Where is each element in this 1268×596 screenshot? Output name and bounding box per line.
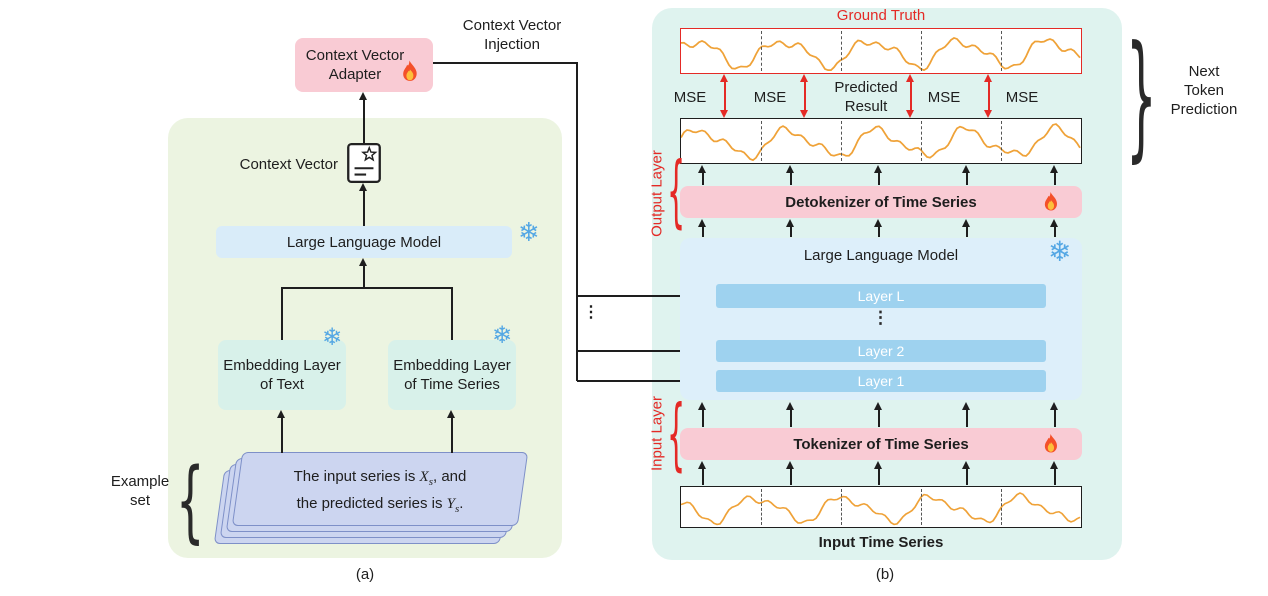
next-token-brace: }	[1126, 15, 1157, 176]
flow-arrow	[359, 183, 367, 226]
detokenizer-box: Detokenizer of Time Series	[680, 186, 1082, 218]
token-divider	[841, 489, 842, 525]
flow-arrow	[359, 258, 367, 289]
token-divider	[841, 121, 842, 161]
mse-arrow	[720, 74, 728, 118]
input-series-box	[680, 486, 1082, 528]
flow-arrow	[786, 402, 794, 427]
layer-L-bar: Layer L	[716, 284, 1046, 308]
token-divider	[921, 489, 922, 525]
snowflake-icon: ❄	[1048, 235, 1072, 268]
flow-arrow	[962, 402, 970, 427]
snowflake-icon: ❄	[322, 323, 343, 351]
context-vector-document-icon	[347, 142, 381, 184]
token-divider	[841, 31, 842, 71]
token-divider	[761, 121, 762, 161]
card-text-line2: the predicted series is Ys.	[296, 495, 464, 515]
example-card-text: The input series is Xs, and the predicte…	[247, 466, 513, 520]
flow-arrow	[786, 219, 794, 237]
predicted-result-label: Predicted Result	[834, 79, 898, 115]
layer-2-bar: Layer 2	[716, 340, 1046, 362]
mse-label: MSE	[1005, 89, 1039, 106]
flow-arrow	[874, 461, 882, 485]
context-vector-adapter-label: Context Vector Adapter	[305, 47, 405, 83]
flow-arrow	[277, 410, 285, 453]
flow-arrow	[786, 461, 794, 485]
token-divider	[761, 489, 762, 525]
input-layer-label: Input Layer	[648, 395, 666, 472]
tokenizer-box: Tokenizer of Time Series	[680, 428, 1082, 460]
mse-label: MSE	[753, 89, 787, 106]
output-layer-label: Output Layer	[648, 150, 666, 237]
flow-arrow	[698, 402, 706, 427]
flow-arrow	[962, 165, 970, 185]
flow-arrow	[1050, 219, 1058, 237]
token-divider	[1001, 121, 1002, 161]
token-divider	[921, 31, 922, 71]
ground-truth-label: Ground Truth	[836, 7, 926, 24]
card-text-line1: The input series is Xs, and	[293, 468, 467, 488]
token-divider	[761, 31, 762, 71]
llm-label-b: Large Language Model	[803, 247, 959, 264]
layer-1-bar: Layer 1	[716, 370, 1046, 392]
flow-arrow	[786, 165, 794, 185]
flow-arrow	[874, 402, 882, 427]
llm-box-a: Large Language Model	[216, 226, 512, 258]
next-token-prediction-label: Next Token Prediction	[1170, 63, 1238, 118]
flow-arrow	[1050, 165, 1058, 185]
panel-a-caption: (a)	[355, 566, 375, 583]
mse-arrow	[984, 74, 992, 118]
connector-line	[451, 287, 453, 340]
flow-arrow	[698, 165, 706, 185]
flow-arrow	[874, 165, 882, 185]
snowflake-icon: ❄	[518, 218, 540, 248]
mse-label: MSE	[673, 89, 707, 106]
example-set-label: Example set	[110, 473, 170, 509]
ground-truth-series-box	[680, 28, 1082, 74]
mse-label: MSE	[927, 89, 961, 106]
vertical-ellipsis: ⋮	[583, 304, 599, 321]
mse-arrow	[800, 74, 808, 118]
token-divider	[1001, 31, 1002, 71]
token-divider	[921, 121, 922, 161]
vertical-ellipsis: ⋮	[872, 308, 889, 327]
flow-arrow	[698, 219, 706, 237]
connector-line	[281, 287, 453, 289]
token-divider	[1001, 489, 1002, 525]
embedding-text-label: Embedding Layer of Text	[223, 357, 341, 393]
embedding-text-box: Embedding Layer of Text	[218, 340, 346, 410]
flow-arrow	[962, 219, 970, 237]
mse-arrow	[906, 74, 914, 118]
flow-arrow	[698, 461, 706, 485]
tokenizer-label: Tokenizer of Time Series	[793, 435, 969, 453]
embedding-timeseries-label: Embedding Layer of Time Series	[393, 357, 511, 393]
detokenizer-label: Detokenizer of Time Series	[785, 193, 977, 211]
predicted-series-box	[680, 118, 1082, 164]
flow-arrow	[1050, 461, 1058, 485]
embedding-timeseries-box: Embedding Layer of Time Series	[388, 340, 516, 410]
context-vector-injection-label: Context Vector Injection	[462, 17, 562, 53]
flow-arrow	[874, 219, 882, 237]
flow-arrow	[1050, 402, 1058, 427]
input-time-series-label: Input Time Series	[818, 534, 944, 551]
connector-line	[281, 287, 283, 340]
flow-arrow	[359, 92, 367, 143]
flow-arrow	[447, 410, 455, 453]
flow-arrow	[962, 461, 970, 485]
example-set-brace: {	[176, 450, 205, 554]
injection-line	[433, 62, 578, 64]
fire-icon	[403, 60, 417, 81]
context-vector-label: Context Vector	[239, 156, 338, 173]
panel-b-caption: (b)	[875, 566, 895, 583]
injection-line	[576, 62, 578, 381]
fire-icon	[1044, 434, 1058, 453]
fire-icon	[1044, 192, 1058, 211]
llm-label-a: Large Language Model	[286, 233, 442, 251]
snowflake-icon: ❄	[492, 321, 513, 349]
